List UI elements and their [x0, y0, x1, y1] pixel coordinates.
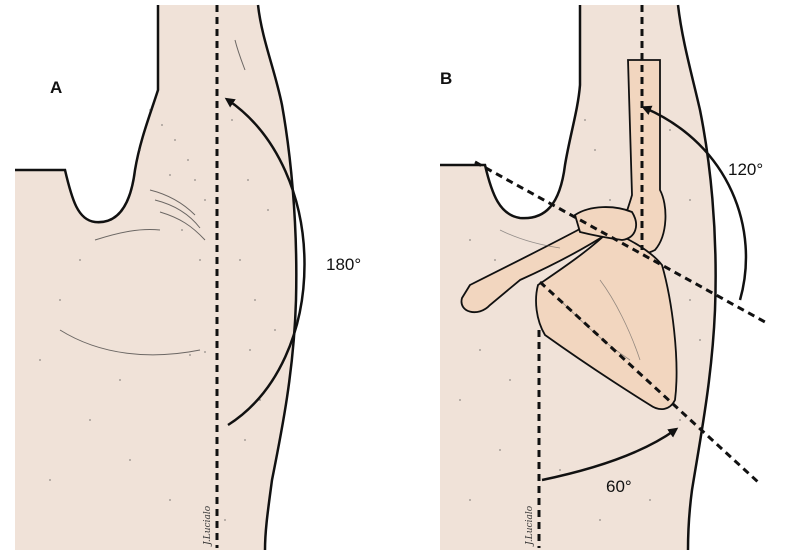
panel-letter-b: B	[440, 69, 452, 88]
muscle-shading-a	[59, 39, 246, 356]
stipple-b	[459, 119, 701, 521]
acromion	[573, 206, 637, 241]
panel-a: A 180° J.Lucialo	[15, 4, 361, 550]
artist-signature-a: J.Lucialo	[203, 505, 213, 547]
body-outline-a	[15, 5, 160, 224]
angle-label-120: 120°	[728, 160, 763, 179]
angle-label-60: 60°	[606, 477, 632, 496]
upper-oblique-line	[474, 160, 766, 324]
arm-outline-b	[676, 4, 717, 550]
stipple-a	[39, 109, 276, 521]
panel-letter-a: A	[50, 78, 62, 97]
bone-shading-b	[499, 229, 641, 361]
arc-120-arrow	[641, 105, 748, 301]
body-silhouette-a	[15, 5, 297, 550]
artist-signature-b: J.Lucialo	[525, 505, 535, 547]
arc-60-arrow	[541, 427, 679, 482]
lower-oblique-line	[538, 280, 760, 484]
arc-180-arrow	[224, 97, 306, 427]
arm-outline-a	[256, 4, 298, 550]
panel-b: B 120° 60° J.Lucialo	[440, 4, 766, 550]
angle-label-180: 180°	[326, 255, 361, 274]
